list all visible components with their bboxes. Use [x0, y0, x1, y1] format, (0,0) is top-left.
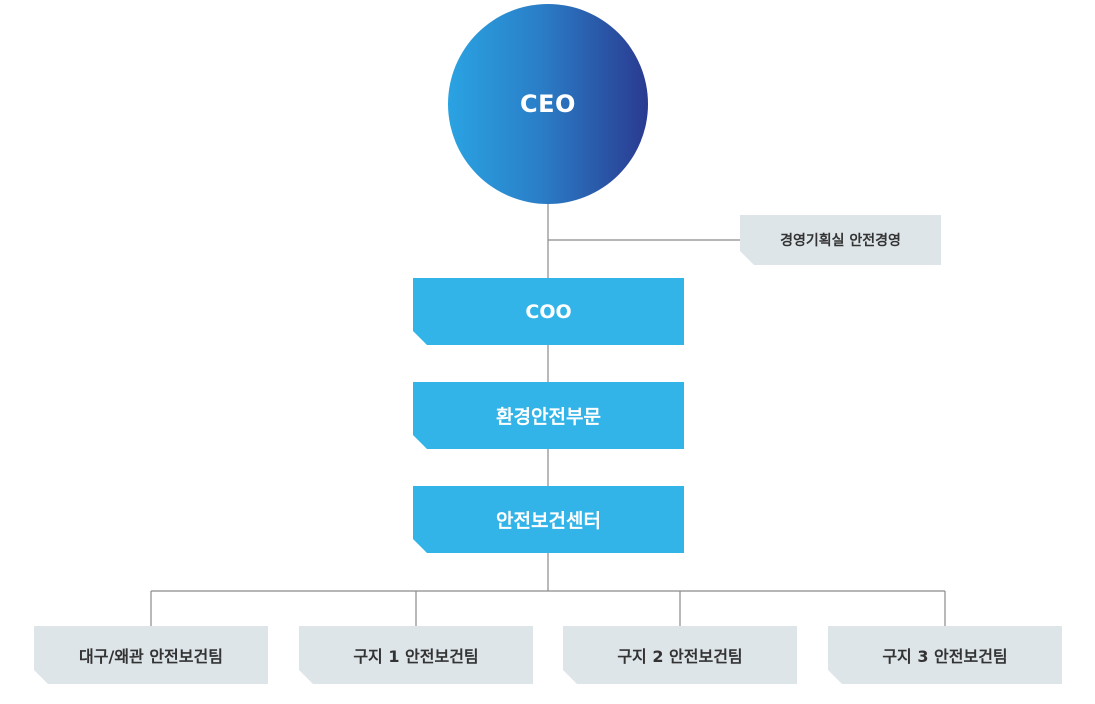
planning-label: 경영기획실 안전경영: [780, 233, 901, 249]
team-node-4: 구지 3 안전보건팀: [828, 626, 1062, 684]
coo-node: COO: [413, 278, 684, 345]
team-node-2: 구지 1 안전보건팀: [299, 626, 533, 684]
center-node: 안전보건센터: [413, 486, 684, 553]
division-label: 환경안전부문: [496, 406, 601, 428]
division-node: 환경안전부문: [413, 382, 684, 449]
center-label: 안전보건센터: [496, 510, 601, 532]
team-label: 구지 2 안전보건팀: [617, 647, 743, 666]
planning-node: 경영기획실 안전경영: [740, 215, 941, 265]
coo-label: COO: [525, 300, 572, 323]
team-node-3: 구지 2 안전보건팀: [563, 626, 797, 684]
team-label: 대구/왜관 안전보건팀: [79, 647, 223, 666]
team-label: 구지 3 안전보건팀: [882, 647, 1008, 666]
ceo-label: CEO: [520, 90, 576, 118]
team-node-1: 대구/왜관 안전보건팀: [34, 626, 268, 684]
ceo-node: CEO: [448, 4, 648, 204]
team-label: 구지 1 안전보건팀: [353, 647, 479, 666]
